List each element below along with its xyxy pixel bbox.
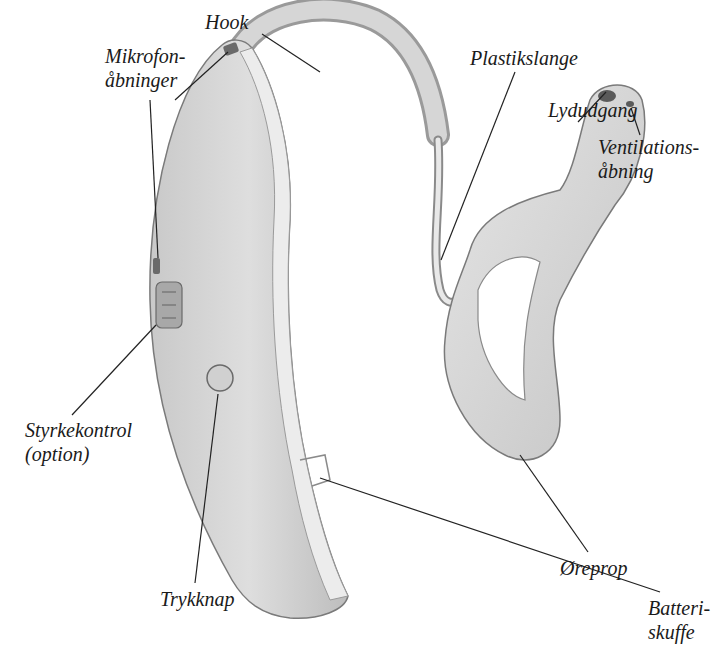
ear-mold-opening [478,257,540,400]
leader-line [72,325,156,415]
microphone-opening [153,258,160,274]
part-label: Batteri- skuffe [648,596,710,644]
part-label: Plastikslange [470,46,578,70]
part-label: Styrkekontrol (option) [25,418,132,466]
leader-line [262,34,320,72]
leader-line [441,72,515,260]
part-label: Hook [205,10,248,34]
part-label: Lydudgang [548,98,637,122]
leader-line [520,455,588,552]
housing-face [240,48,348,600]
volume-control-grip [162,292,176,318]
leader-line [150,100,158,258]
part-label: Øreprop [560,556,627,580]
push-button [207,365,233,391]
leader-line [320,478,660,592]
part-label: Mikrofon- åbninger [105,44,185,92]
housing [150,40,348,618]
battery-drawer [300,455,330,486]
leader-line [195,394,218,583]
volume-control [156,282,182,328]
part-label: Ventilations- åbning [598,135,699,183]
part-label: Trykknap [160,587,234,611]
